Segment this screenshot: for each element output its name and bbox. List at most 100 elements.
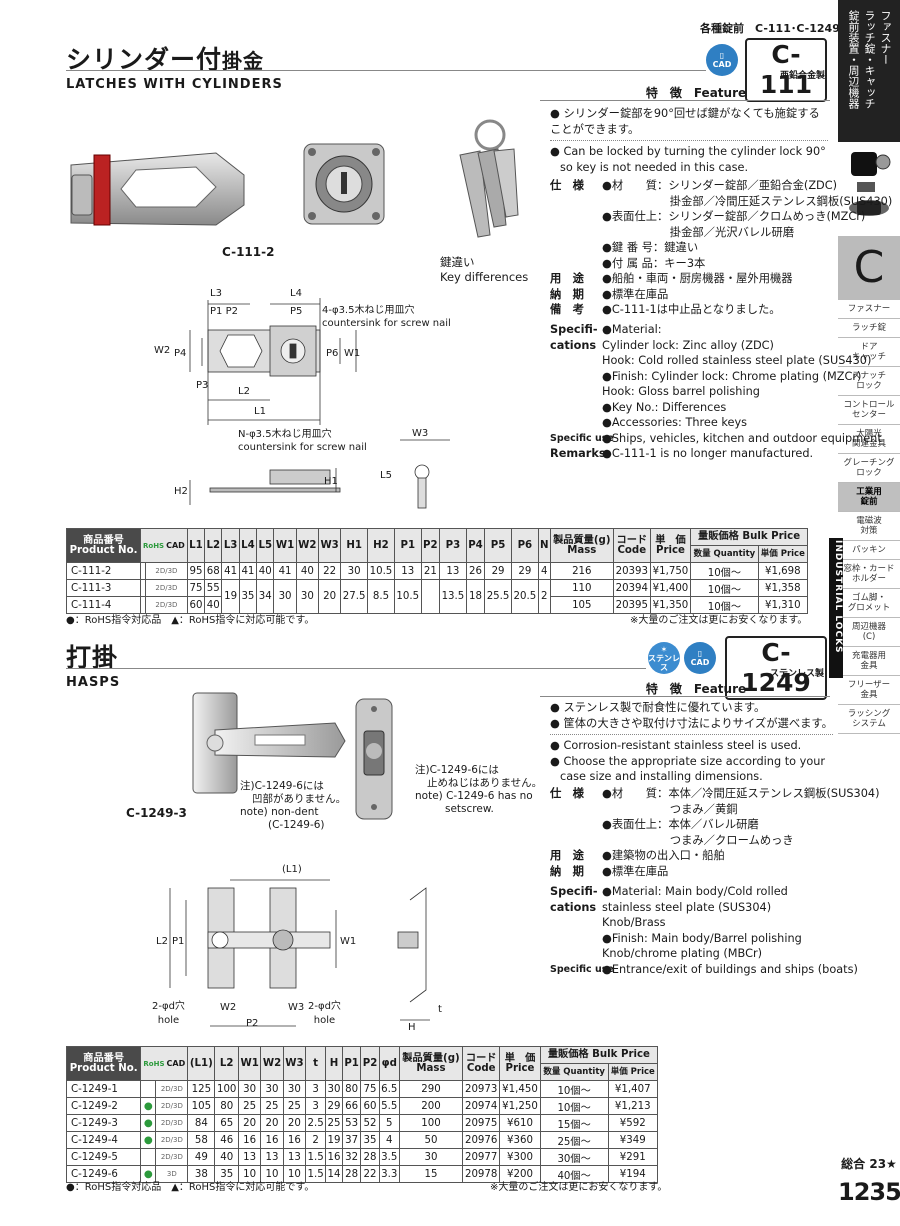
- table-cell: 40個〜: [539, 1165, 609, 1183]
- table-cell: 10.5: [367, 562, 395, 580]
- dim-label: P2: [246, 1018, 259, 1029]
- spec-jp: 仕 様●材 質：シリンダー錠部／亜鉛合金(ZDC) 掛金部／冷間圧延ステンレス鋼…: [550, 178, 892, 318]
- spec-key: [550, 931, 602, 947]
- table-cell: 20: [282, 1114, 307, 1132]
- table-cell: 30: [295, 579, 319, 614]
- header-text: Price: [505, 1062, 535, 1074]
- side-index-item[interactable]: 充電器用金具: [838, 647, 900, 676]
- table-cell: 10: [282, 1165, 307, 1183]
- table-cell: 41: [273, 562, 297, 580]
- side-item-line: 電磁波: [856, 516, 882, 526]
- table-cell: ¥1,407: [607, 1080, 658, 1098]
- photo-label: C-1249-3: [126, 806, 187, 820]
- cell-cad: 2D/3D: [145, 579, 188, 597]
- side-item-line: 金具: [860, 661, 878, 671]
- side-item-line: (C): [862, 632, 876, 642]
- legend-note: ●：RoHS指令対応品 ▲：RoHS指令に対応可能です。: [66, 615, 315, 626]
- table-cell: ¥1,310: [757, 596, 809, 614]
- spec-row: ●Finish: Main body/Barrel polishing: [550, 931, 858, 947]
- spec-row: ●鍵 番 号：鍵違い: [550, 240, 892, 256]
- table-cell: 2: [305, 1131, 327, 1149]
- side-index-item[interactable]: 周辺機器(C): [838, 618, 900, 647]
- table-cell: ¥1,350: [649, 596, 692, 614]
- side-index-item[interactable]: ラッシングシステム: [838, 705, 900, 734]
- table-cell: 13: [237, 1148, 262, 1166]
- table-cell: 50: [398, 1131, 464, 1149]
- dim-label: P3: [196, 380, 209, 391]
- cylinder-photo: [298, 138, 390, 230]
- side-index-item[interactable]: 工業用錠前: [838, 483, 900, 512]
- header-dim: N: [537, 528, 551, 563]
- header-text: コード: [616, 534, 648, 546]
- spec-value: ●Material: Main body/Cold rolled: [602, 885, 788, 898]
- table-cell: 40: [256, 562, 275, 580]
- table-cell: ¥1,358: [757, 579, 809, 597]
- cell-product-no: C-1249-1: [65, 1080, 142, 1098]
- cad-badge: ▯CAD: [684, 642, 716, 674]
- header-qty: 数量 Quantity: [539, 1063, 609, 1081]
- cad-badge: ▯CAD: [706, 44, 738, 76]
- table-cell: 30: [398, 1148, 464, 1166]
- header-dim: H1: [340, 528, 369, 563]
- table-cell: ¥592: [607, 1114, 658, 1132]
- side-vertical-label: INDUSTRIAL LOCKS: [833, 540, 843, 654]
- table-cell: 22: [317, 562, 342, 580]
- side-index-item[interactable]: ファスナー: [838, 300, 900, 319]
- table-cell: 29: [325, 1097, 343, 1115]
- side-item-line: 充電器用: [851, 651, 886, 661]
- table-cell: 10: [260, 1165, 284, 1183]
- side-index-item[interactable]: スナッチロック: [838, 367, 900, 396]
- header-dim: L2: [204, 528, 223, 563]
- table-cell: 19: [325, 1131, 343, 1149]
- side-index-item[interactable]: ドアキャッチ: [838, 338, 900, 367]
- table-cell: 20977: [462, 1148, 501, 1166]
- side-index-item[interactable]: グレーチングロック: [838, 454, 900, 483]
- stainless-badge: ✶ステンレス: [648, 642, 680, 674]
- table-cell: ¥1,450: [499, 1080, 541, 1098]
- table-cell: 52: [360, 1114, 380, 1132]
- side-index-item[interactable]: 太陽光関連金具: [838, 425, 900, 454]
- side-index-item[interactable]: パッキン: [838, 541, 900, 560]
- table-cell: 20978: [462, 1165, 501, 1183]
- table-cell: 25: [325, 1114, 343, 1132]
- table-cell: ¥1,698: [757, 562, 809, 580]
- bulk-note: ※大量のご注文は更にお安くなります。: [490, 1182, 668, 1193]
- cell-product-no: C-1249-3: [65, 1114, 142, 1132]
- table-cell: 20973: [462, 1080, 501, 1098]
- header-unit: 単価 Price: [757, 545, 809, 563]
- table-cell: 16: [282, 1131, 307, 1149]
- spec-row: Remarks●C-111-1 is no longer manufacture…: [550, 446, 882, 462]
- spec-row: 用 途●船舶・車両・厨房機器・屋外用機器: [550, 271, 892, 287]
- dim-label: H: [408, 1022, 416, 1033]
- side-item-line: コントロール: [843, 400, 895, 410]
- spec-row: ●Finish: Cylinder lock: Chrome plating (…: [550, 369, 882, 385]
- side-index-item[interactable]: コントロールセンター: [838, 396, 900, 425]
- cell-product-no: C-111-4: [65, 596, 142, 614]
- side-index-item[interactable]: ゴム脚・グロメット: [838, 589, 900, 618]
- side-index-item[interactable]: 電磁波対策: [838, 512, 900, 541]
- spec-value: Hook: Cold rolled stainless steel plate …: [602, 354, 872, 367]
- dim-label: W3: [288, 1002, 305, 1013]
- table-cell: 38: [187, 1165, 216, 1183]
- side-index-item[interactable]: 窓枠・カードホルダー: [838, 560, 900, 589]
- table-cell: 5: [378, 1114, 400, 1132]
- spec-key: [550, 240, 602, 256]
- side-index-item[interactable]: ラッチ錠: [838, 319, 900, 338]
- divider: [66, 668, 646, 669]
- side-index-item[interactable]: フリーザー金具: [838, 676, 900, 705]
- spec-row: 掛金部／光沢バレル研磨: [550, 225, 892, 241]
